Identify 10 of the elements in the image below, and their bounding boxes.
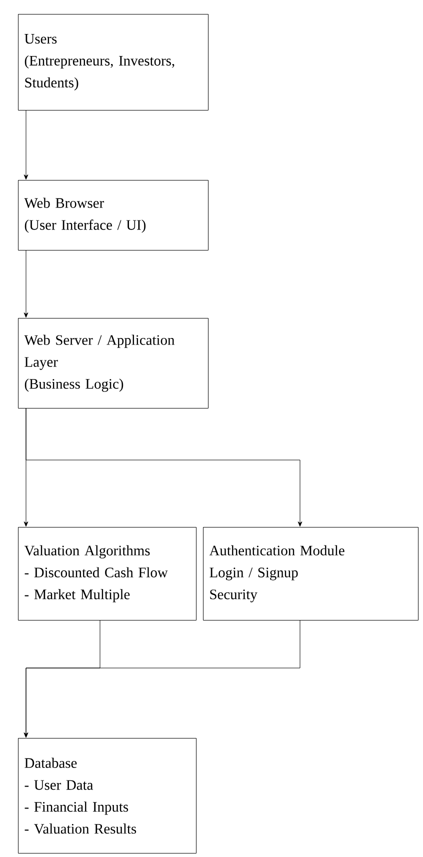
- component-box: Database - User Data - Financial Inputs - Valuation Results: [18, 738, 196, 854]
- component-box: Users (Entrepreneurs, Investors, Students): [18, 14, 208, 110]
- arrow: [24, 110, 28, 180]
- component-box: Valuation Algorithms - Discounted Cash Flow - Market Multiple: [18, 527, 196, 620]
- component-box: Authentication Module Login / Signup Security: [203, 527, 418, 620]
- component-box: Web Browser (User Interface / UI): [18, 180, 208, 250]
- arrow: [24, 620, 300, 738]
- arrow: [26, 408, 302, 527]
- arrow: [24, 250, 28, 318]
- component-box: Web Server / Application Layer (Business Logic): [18, 318, 208, 408]
